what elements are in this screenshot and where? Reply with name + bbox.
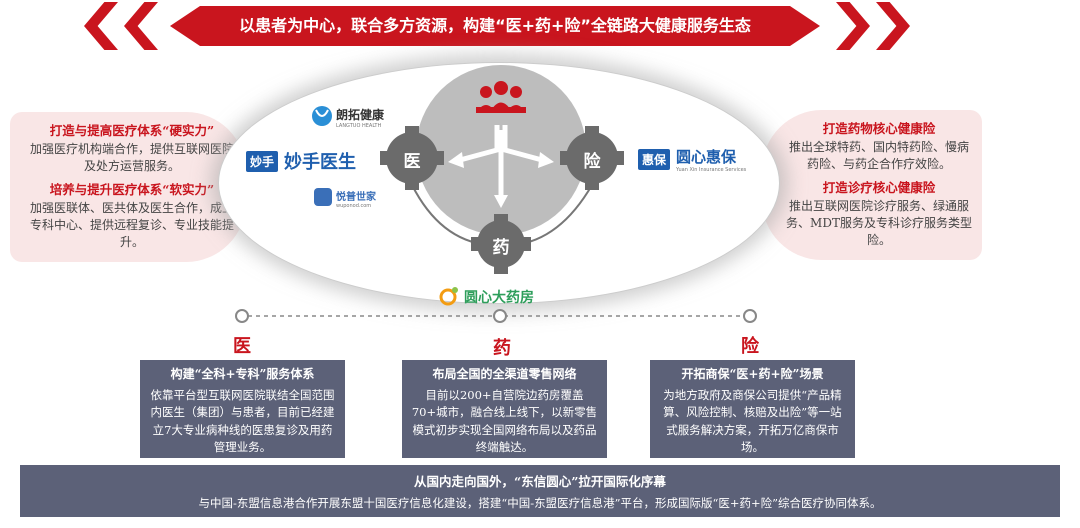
box-yao-body: 目前以200+自营院边药房覆盖70+城市，融合线上线下，以新零售模式初步实现全国… <box>411 387 598 455</box>
yuepu-logo: 悦普世家 wuponod.com <box>336 188 376 209</box>
box-yao-title: 布局全国的全渠道零售网络 <box>432 367 577 381</box>
box-xian-body: 为地方政府及商保公司提供“产品精算、风险控制、核赔及出险”等一站式服务解决方案，… <box>663 387 842 455</box>
huibao-name: 圆心惠保 <box>676 148 737 166</box>
people-icon <box>476 81 526 113</box>
box-yi: 构建“全科+专科”服务体系 依靠平台型互联网医院联结全国范围内医生（集团）与患者… <box>140 360 345 458</box>
miaoshou-badge: 妙手 <box>246 150 279 172</box>
gear-xian <box>560 126 624 190</box>
footer-box: 从国内走向国外，“东信圆心”拉开国际化序幕 与中国-东盟信息港合作开展东盟十国医… <box>20 465 1060 517</box>
right-heading-2: 打造诊疗核心健康险 <box>822 180 936 195</box>
arrow-heads <box>448 152 554 208</box>
timeline-dot <box>235 309 249 323</box>
box-xian: 开拓商保“医+药+险”场景 为地方政府及商保公司提供“产品精算、风险控制、核赔及… <box>650 360 855 458</box>
col-label-yi: 医 <box>233 336 251 357</box>
gear-yi <box>380 126 444 190</box>
right-panel: 打造药物核心健康险 推出全球特药、国内特药险、慢病药险、与药企合作疗效险。 打造… <box>762 110 982 260</box>
pharmacy-name: 圆心大药房 <box>464 290 534 306</box>
box-xian-title: 开拓商保“医+药+险”场景 <box>681 367 824 381</box>
node-yi-label: 医 <box>403 152 421 172</box>
left-text-2: 加强医联体、医共体及医生合作，成立专科中心、提供远程复诊、专业技能提升。 <box>29 201 234 249</box>
left-panel: 打造与提高医疗体系“硬实力” 加强医疗机构端合作，提供互联网医院及处方运营服务。… <box>10 112 246 262</box>
miaoshou-name: 妙手医生 <box>284 152 357 173</box>
langtuo-sub: LANGTUO HEALTH <box>336 123 382 129</box>
right-text-1: 推出全球特药、国内特药险、慢病药险、与药企合作疗效险。 <box>788 140 969 171</box>
node-yao-label: 药 <box>492 238 510 258</box>
yuepu-logo-icon <box>314 188 332 206</box>
box-yao: 布局全国的全渠道零售网络 目前以200+自营院边药房覆盖70+城市，融合线上线下… <box>402 360 607 458</box>
left-heading-1: 打造与提高医疗体系“硬实力” <box>49 123 215 138</box>
huibao-badge: 惠保 <box>638 149 671 170</box>
langtuo-logo-icon <box>312 106 332 126</box>
footer-title: 从国内走向国外，“东信圆心”拉开国际化序幕 <box>414 474 666 489</box>
right-heading-1: 打造药物核心健康险 <box>822 121 936 136</box>
box-yi-title: 构建“全科+专科”服务体系 <box>170 367 315 381</box>
col-label-xian: 险 <box>741 336 759 357</box>
top-banner: 以患者为中心，联合多方资源，构建“医+药+险”全链路大健康服务生态 <box>170 6 820 46</box>
pharmacy-logo-icon <box>439 287 458 306</box>
left-text-1: 加强医疗机构端合作，提供互联网医院及处方运营服务。 <box>29 142 234 173</box>
miaoshou-logo: 妙手 妙手医生 <box>246 148 356 174</box>
langtuo-logo: 朗拓健康 LANGTUO HEALTH <box>336 106 384 129</box>
huibao-logo: 惠保 圆心惠保 Yuan Xin Insurance Services <box>638 146 746 173</box>
right-text-2: 推出互联网医院诊疗服务、绿通服务、MDT服务及专科诊疗服务类型险。 <box>786 199 972 247</box>
node-xian-label: 险 <box>583 152 601 172</box>
huibao-sub: Yuan Xin Insurance Services <box>676 167 747 173</box>
footer-desc: 与中国-东盟信息港合作开展东盟十国医疗信息化建设，搭建“中国-东盟医疗信息港”平… <box>198 496 882 510</box>
left-heading-2: 培养与提升医疗体系“软实力” <box>49 182 215 197</box>
flow-arrows <box>459 125 543 195</box>
timeline-dot <box>493 309 507 323</box>
box-yi-body: 依靠平台型互联网医院联结全国范围内医生（集团）与患者，目前已经建立7大专业病种线… <box>150 387 335 455</box>
timeline-dot <box>743 309 757 323</box>
gear-yao <box>471 214 531 274</box>
yuepu-name: 悦普世家 <box>336 192 376 203</box>
col-label-yao: 药 <box>493 338 511 359</box>
langtuo-name: 朗拓健康 <box>336 108 385 122</box>
yuepu-sub: wuponod.com <box>336 203 372 209</box>
